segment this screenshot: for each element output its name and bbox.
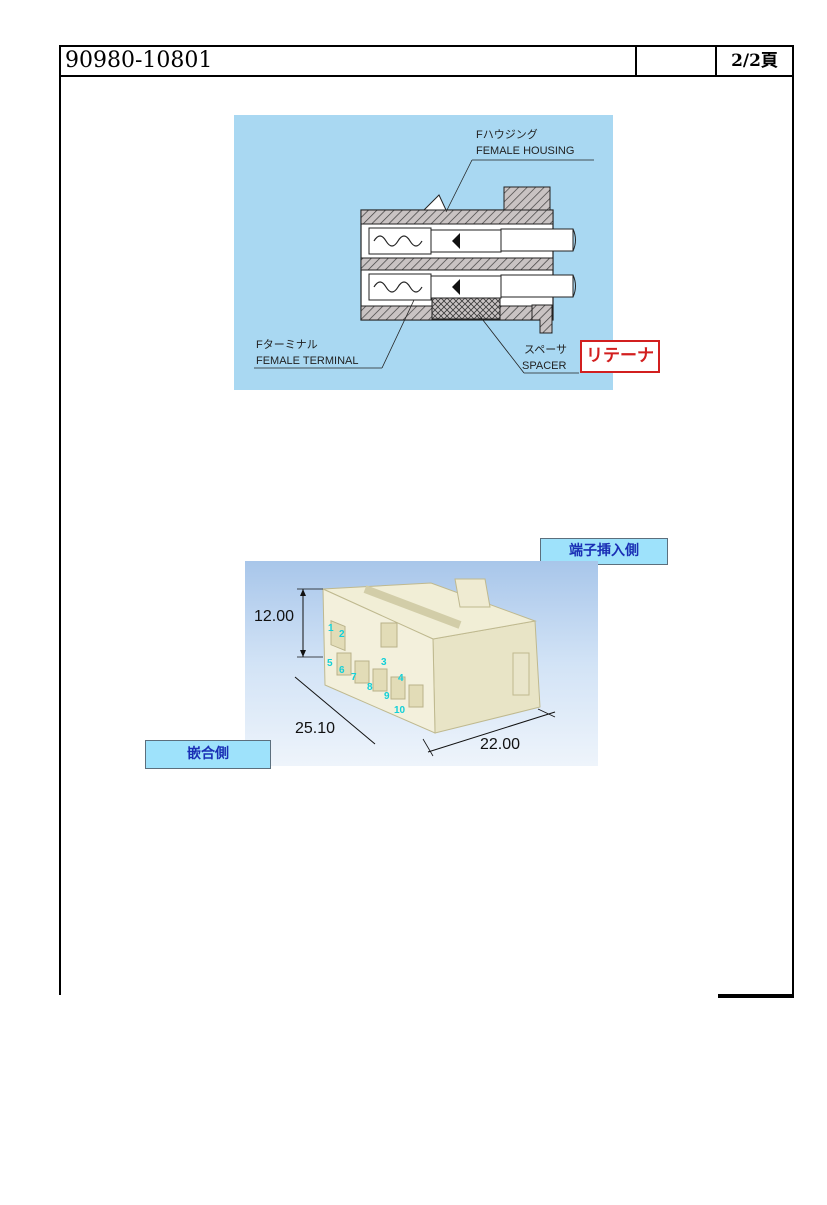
pin-number: 3 [381,657,387,668]
pin-number: 5 [327,658,333,669]
cross-section-diagram: Fハウジング FEMALE HOUSING Fターミナル FEMALE TERM… [234,115,613,390]
pin-number: 7 [351,672,357,683]
pin-number: 4 [398,673,404,684]
spacer-label-jp: スペーサ [524,344,568,356]
part-number: 90980-10801 [61,47,637,75]
title-block: 90980-10801 2/2頁 [59,45,794,77]
height-dimension: 12.00 [254,608,295,625]
spacer-label-en: SPACER [522,360,567,372]
pin-number: 6 [339,665,345,676]
connector-section-drawing [254,159,594,374]
pin-number: 9 [384,691,390,702]
frame-bottom-rule [718,994,794,998]
pin-number: 10 [394,705,406,716]
terminal-label-en: FEMALE TERMINAL [256,355,359,367]
insertion-side-tag: 端子挿入側 [540,538,668,565]
title-block-blank-cell [637,47,717,75]
connector-product-view: 12.00 25.10 22.00 1 2 3 4 5 6 7 8 9 10 [245,561,598,766]
pin-number: 8 [367,682,373,693]
housing-label-en: FEMALE HOUSING [476,145,575,157]
page-number: 2/2頁 [731,51,778,71]
depth-dimension: 25.10 [295,720,336,737]
mating-side-tag: 嵌合側 [145,740,271,769]
connector-housing-illustration [294,578,556,757]
pin-number: 1 [328,623,334,634]
housing-label-jp: Fハウジング [476,129,538,141]
terminal-label-jp: Fターミナル [256,339,318,351]
pin-number: 2 [339,629,345,640]
width-dimension: 22.00 [480,736,521,753]
retainer-callout: リテーナ [580,340,660,373]
